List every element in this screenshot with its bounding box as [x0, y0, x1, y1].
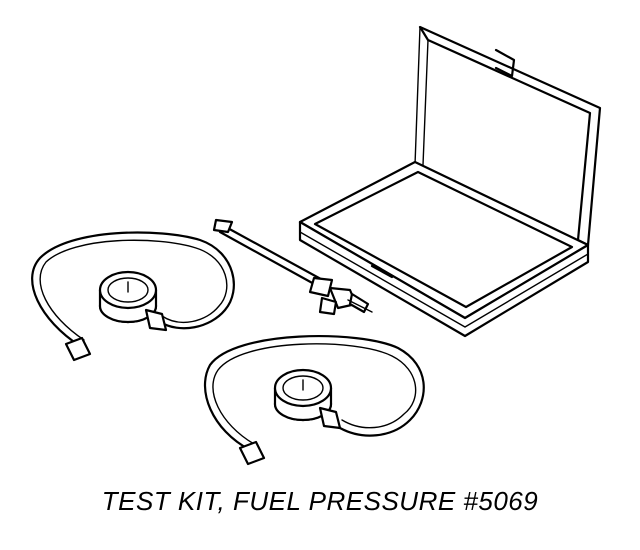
- figure-caption: TEST KIT, FUEL PRESSURE #5069: [101, 486, 539, 516]
- adapter-tee-hose: [212, 218, 373, 316]
- fuel-pressure-gauge-right: [203, 335, 425, 466]
- fuel-pressure-gauge-left: [31, 231, 235, 362]
- carrying-case: [298, 25, 602, 338]
